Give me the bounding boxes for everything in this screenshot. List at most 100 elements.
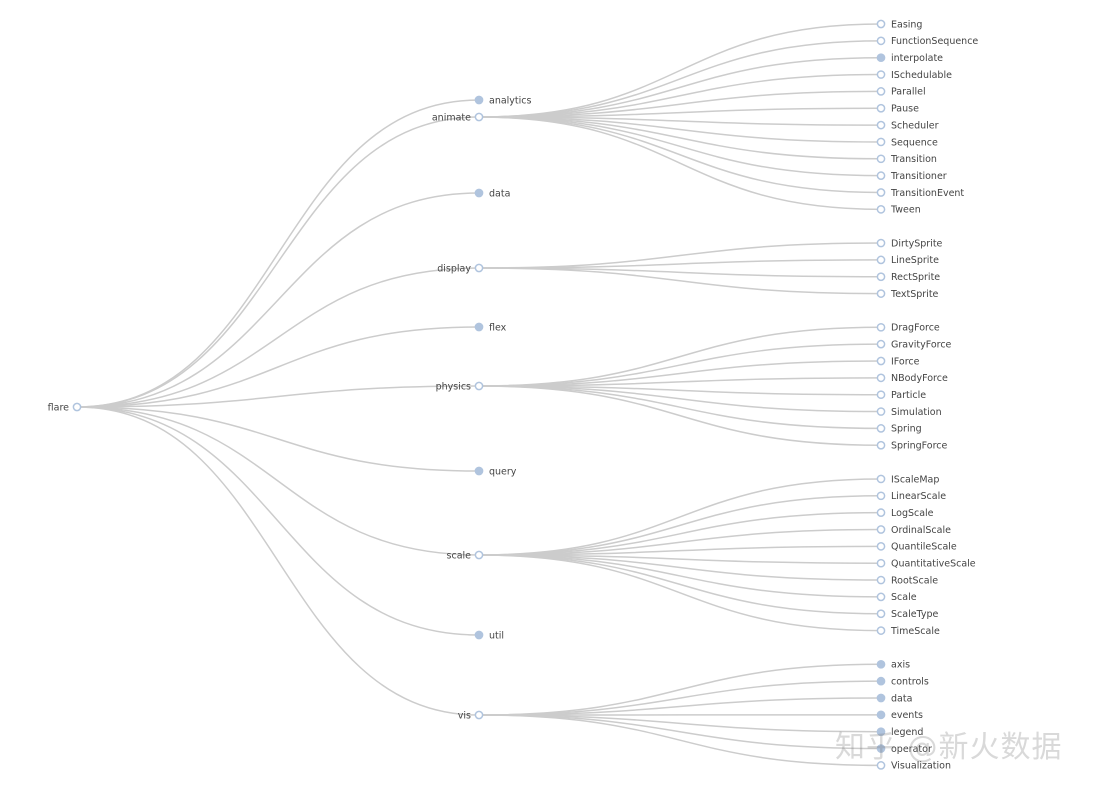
- node-animate-Easing[interactable]: Easing: [876, 19, 922, 30]
- node-physics-GravityForce-circle[interactable]: [876, 339, 886, 349]
- node-animate-ISchedulable[interactable]: ISchedulable: [876, 70, 952, 81]
- node-animate-Transitioner[interactable]: Transitioner: [876, 171, 947, 182]
- node-physics-DragForce-circle[interactable]: [876, 322, 886, 332]
- node-physics-IForce[interactable]: IForce: [876, 356, 920, 367]
- node-vis-controls[interactable]: controls: [876, 676, 929, 687]
- node-scale-QuantileScale[interactable]: QuantileScale: [876, 542, 957, 553]
- node-analytics-circle[interactable]: [474, 95, 484, 105]
- node-display-LineSprite-circle[interactable]: [876, 255, 886, 265]
- node-vis-circle[interactable]: [474, 710, 484, 720]
- node-vis-events[interactable]: events: [876, 710, 923, 721]
- node-physics-Particle-circle[interactable]: [876, 390, 886, 400]
- node-scale-QuantileScale-circle[interactable]: [876, 542, 886, 551]
- node-physics-NBodyForce-circle[interactable]: [876, 373, 886, 383]
- node-animate-Easing-circle[interactable]: [876, 19, 886, 29]
- node-scale-ScaleType-circle[interactable]: [876, 609, 886, 619]
- node-scale-LinearScale-circle[interactable]: [876, 491, 886, 501]
- node-physics-Simulation[interactable]: Simulation: [876, 407, 942, 418]
- node-scale-LogScale[interactable]: LogScale: [876, 508, 934, 519]
- node-scale-OrdinalScale-circle[interactable]: [876, 525, 886, 534]
- node-display[interactable]: display: [437, 263, 484, 274]
- node-scale-OrdinalScale[interactable]: OrdinalScale: [876, 525, 951, 536]
- node-animate-interpolate[interactable]: interpolate: [876, 53, 943, 64]
- node-animate-Transition[interactable]: Transition: [876, 154, 937, 165]
- node-animate-Parallel[interactable]: Parallel: [876, 87, 926, 98]
- node-scale-QuantitativeScale[interactable]: QuantitativeScale: [876, 558, 976, 570]
- node-animate-FunctionSequence[interactable]: FunctionSequence: [876, 36, 978, 47]
- node-animate-ISchedulable-circle[interactable]: [876, 70, 886, 79]
- node-scale-TimeScale[interactable]: TimeScale: [876, 626, 940, 637]
- node-scale-circle[interactable]: [474, 550, 484, 560]
- node-animate-Transition-circle[interactable]: [876, 154, 886, 164]
- node-scale-IScaleMap[interactable]: IScaleMap: [876, 474, 939, 485]
- node-animate-Pause-circle[interactable]: [876, 103, 886, 113]
- node-vis[interactable]: vis: [458, 710, 484, 721]
- node-animate-Tween-circle[interactable]: [876, 205, 886, 214]
- node-query-circle[interactable]: [474, 466, 484, 476]
- node-animate-Scheduler-circle[interactable]: [876, 120, 886, 130]
- node-util[interactable]: util: [474, 630, 504, 641]
- node-flare[interactable]: flare: [48, 402, 82, 413]
- node-scale-LogScale-circle[interactable]: [876, 508, 886, 518]
- node-display-DirtySprite[interactable]: DirtySprite: [876, 238, 943, 249]
- node-vis-data[interactable]: data: [876, 693, 912, 704]
- node-animate-TransitionEvent-circle[interactable]: [876, 188, 886, 197]
- node-animate-Tween[interactable]: Tween: [876, 205, 921, 216]
- node-animate-Sequence-circle[interactable]: [876, 137, 886, 147]
- node-vis-controls-circle[interactable]: [876, 676, 886, 686]
- node-flex[interactable]: flex: [474, 322, 507, 333]
- node-vis-Visualization[interactable]: Visualization: [876, 761, 951, 772]
- node-vis-data-circle[interactable]: [876, 693, 886, 703]
- node-physics-Simulation-circle[interactable]: [876, 407, 886, 416]
- node-scale-ScaleType[interactable]: ScaleType: [876, 609, 939, 620]
- node-display-RectSprite[interactable]: RectSprite: [876, 272, 940, 283]
- node-display-DirtySprite-circle[interactable]: [876, 238, 886, 248]
- node-flare-circle[interactable]: [72, 402, 82, 412]
- node-physics-DragForce[interactable]: DragForce: [876, 322, 940, 334]
- node-vis-legend-circle[interactable]: [876, 727, 886, 737]
- node-scale[interactable]: scale: [447, 550, 484, 561]
- node-animate-Sequence[interactable]: Sequence: [876, 137, 938, 148]
- node-physics-Spring[interactable]: Spring: [876, 424, 922, 435]
- node-scale-RootScale[interactable]: RootScale: [876, 575, 938, 586]
- node-physics-SpringForce[interactable]: SpringForce: [876, 441, 948, 452]
- node-physics-circle[interactable]: [474, 381, 484, 391]
- node-util-circle[interactable]: [474, 630, 484, 640]
- node-physics-Spring-circle[interactable]: [876, 424, 886, 433]
- node-physics[interactable]: physics: [436, 381, 484, 392]
- node-animate-Parallel-circle[interactable]: [876, 87, 886, 96]
- node-analytics[interactable]: analytics: [474, 95, 532, 106]
- node-vis-operator-circle[interactable]: [876, 744, 886, 753]
- node-animate-TransitionEvent[interactable]: TransitionEvent: [876, 188, 964, 199]
- node-flex-circle[interactable]: [474, 322, 484, 332]
- node-display-TextSprite[interactable]: TextSprite: [876, 289, 939, 300]
- node-physics-NBodyForce[interactable]: NBodyForce: [876, 373, 948, 384]
- node-scale-QuantitativeScale-circle[interactable]: [876, 558, 886, 568]
- node-animate[interactable]: animate: [432, 112, 484, 123]
- node-vis-events-circle[interactable]: [876, 710, 886, 720]
- node-vis-Visualization-circle[interactable]: [876, 761, 886, 770]
- node-animate-Transitioner-circle[interactable]: [876, 171, 886, 180]
- node-animate-Pause[interactable]: Pause: [876, 103, 919, 115]
- node-vis-operator[interactable]: operator: [876, 744, 932, 755]
- node-scale-IScaleMap-circle[interactable]: [876, 474, 886, 484]
- node-display-TextSprite-circle[interactable]: [876, 289, 886, 298]
- node-vis-legend[interactable]: legend: [876, 727, 923, 738]
- node-data[interactable]: data: [474, 188, 510, 199]
- node-display-circle[interactable]: [474, 263, 484, 273]
- node-scale-RootScale-circle[interactable]: [876, 575, 886, 585]
- node-vis-axis-circle[interactable]: [876, 659, 886, 669]
- node-scale-Scale[interactable]: Scale: [876, 592, 917, 603]
- node-vis-axis[interactable]: axis: [876, 659, 910, 671]
- node-display-LineSprite[interactable]: LineSprite: [876, 255, 939, 266]
- node-physics-GravityForce[interactable]: GravityForce: [876, 339, 952, 350]
- node-scale-TimeScale-circle[interactable]: [876, 626, 886, 635]
- node-physics-Particle[interactable]: Particle: [876, 390, 926, 401]
- node-animate-Scheduler[interactable]: Scheduler: [876, 120, 939, 131]
- node-animate-circle[interactable]: [474, 112, 484, 122]
- node-data-circle[interactable]: [474, 188, 484, 198]
- node-display-RectSprite-circle[interactable]: [876, 272, 886, 282]
- node-scale-LinearScale[interactable]: LinearScale: [876, 491, 946, 502]
- node-query[interactable]: query: [474, 466, 517, 477]
- node-animate-FunctionSequence-circle[interactable]: [876, 36, 886, 46]
